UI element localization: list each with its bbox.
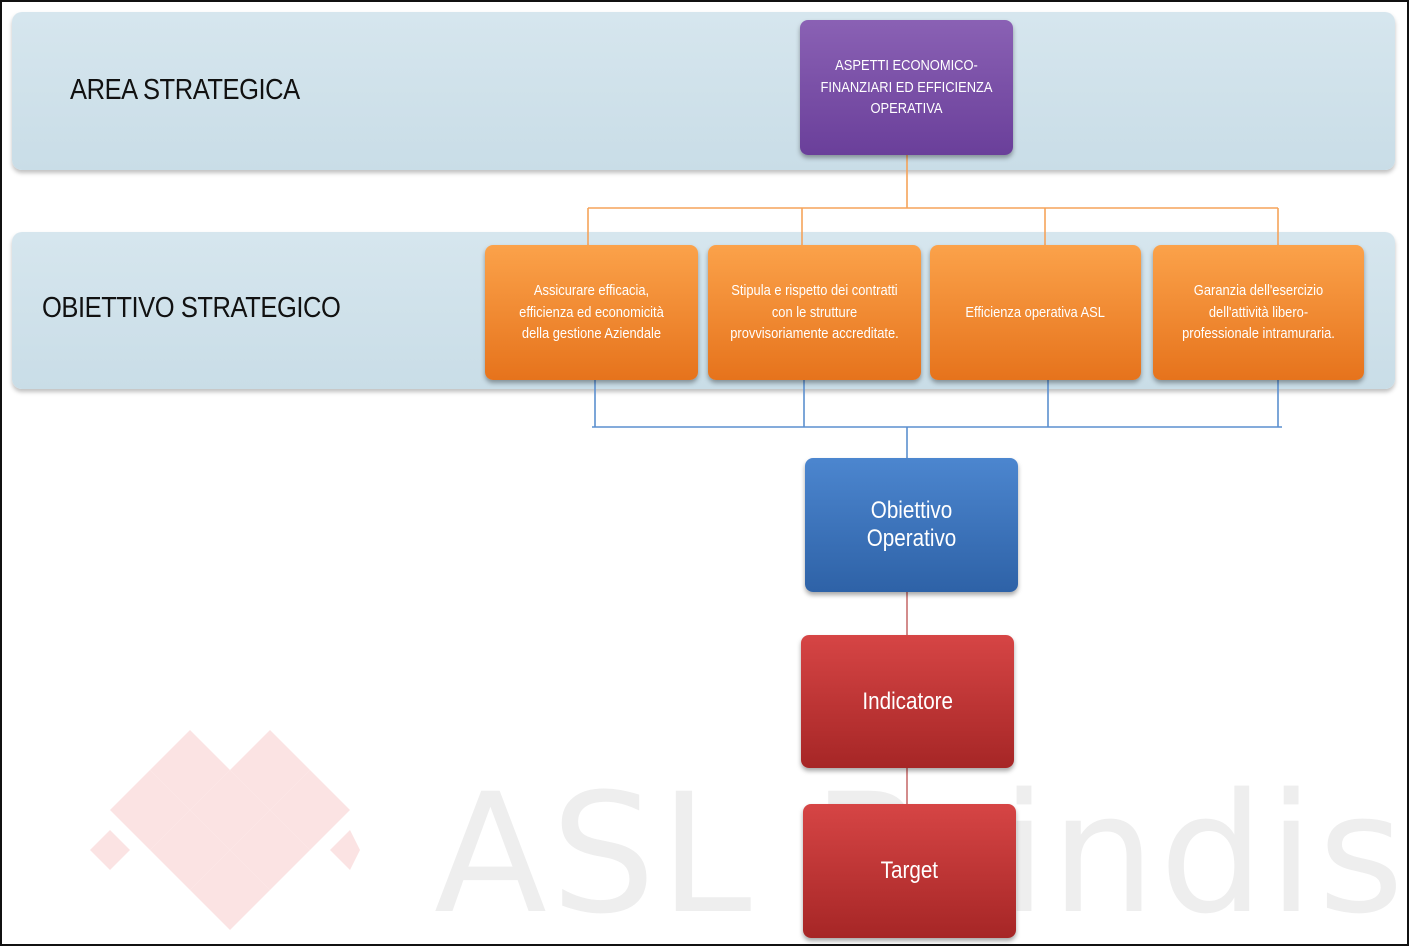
area-strategica-text: ASPETTI ECONOMICO-FINANZIARI ED EFFICIEN…: [820, 56, 993, 118]
objective-text-3: Efficienza operativa ASL: [965, 303, 1106, 321]
target-text: Target: [880, 857, 939, 884]
obiettivo-strategico-label: OBIETTIVO STRATEGICO: [42, 292, 341, 324]
objective-box-3: Efficienza operativa ASL: [930, 245, 1141, 380]
objective-box-2: Stipula e rispetto dei contratti con le …: [708, 245, 921, 380]
objective-text-4: Garanzia dell'esercizio dell'attività li…: [1182, 281, 1335, 343]
area-strategica-band: AREA STRATEGICA: [12, 12, 1395, 170]
obiettivo-operativo-box: Obiettivo Operativo: [805, 458, 1018, 592]
objective-box-4: Garanzia dell'esercizio dell'attività li…: [1153, 245, 1364, 380]
target-box: Target: [803, 804, 1016, 938]
objective-text-2: Stipula e rispetto dei contratti con le …: [730, 281, 899, 343]
objective-text-1: Assicurare efficacia, efficienza ed econ…: [519, 281, 664, 343]
area-strategica-box: ASPETTI ECONOMICO-FINANZIARI ED EFFICIEN…: [800, 20, 1013, 155]
obiettivo-operativo-text: Obiettivo Operativo: [866, 497, 957, 552]
area-strategica-label: AREA STRATEGICA: [70, 74, 300, 106]
indicatore-text: Indicatore: [862, 687, 953, 715]
asl-logo-watermark: [90, 730, 360, 930]
objective-box-1: Assicurare efficacia, efficienza ed econ…: [485, 245, 698, 380]
indicatore-box: Indicatore: [801, 635, 1014, 768]
